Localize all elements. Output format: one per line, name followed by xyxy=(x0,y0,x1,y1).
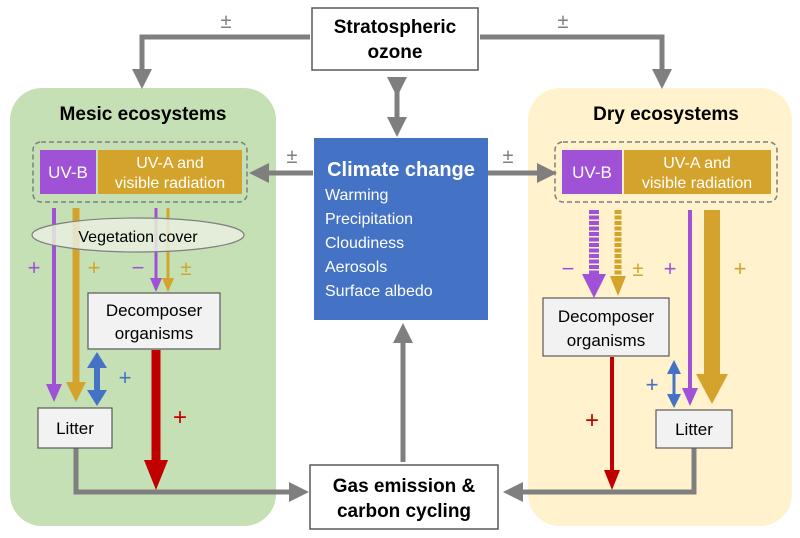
dry-litter-box xyxy=(655,409,733,449)
mesic-title: Mesic ecosystems xyxy=(60,104,227,125)
dry-decomposer-line2: organisms xyxy=(567,331,645,350)
sign-mesic-decomp-gas: + xyxy=(173,404,187,431)
mesic-decomposer-box xyxy=(87,292,221,350)
dry-uvb-to-litter-arrow xyxy=(682,210,698,406)
gray-connectors xyxy=(73,34,697,502)
sign-climate-left: ± xyxy=(287,146,298,168)
sign-dry-uvb-litter: + xyxy=(664,256,677,281)
dry-decomposer-line1: Decomposer xyxy=(558,307,655,326)
dry-uvb-label: UV-B xyxy=(572,163,612,182)
mesic-uva-label-line1: UV-A and xyxy=(136,155,204,172)
sign-mesic-uva-decomp: ± xyxy=(181,258,192,280)
ozone-to-mesic-arrow xyxy=(132,34,310,89)
sign-mesic-litter-decomp: + xyxy=(119,365,132,390)
dry-uva-label-line2: visible radiation xyxy=(642,175,752,192)
mesic-decomposer-line2: organisms xyxy=(115,324,193,343)
climate-title: Climate change xyxy=(327,159,475,181)
sign-dry-litter-decomp: + xyxy=(646,372,659,397)
dry-litter-decomposer-arrow xyxy=(667,360,681,408)
mesic-litter-box xyxy=(37,407,113,449)
mesic-decomposer-to-gas-arrow xyxy=(144,350,168,490)
climate-change-box: Climate change Warming Precipitation Clo… xyxy=(314,138,488,320)
climate-item-warming: Warming xyxy=(325,187,388,204)
dry-uva-label-line1: UV-A and xyxy=(663,155,731,172)
sign-dry-uva-decomp: ± xyxy=(633,259,644,281)
sign-ozone-right: ± xyxy=(558,11,569,33)
sign-dry-decomp-gas: + xyxy=(585,407,599,434)
dry-decomposer-to-gas-arrow xyxy=(604,357,620,490)
sign-climate-right: ± xyxy=(503,146,514,168)
dry-radiation-group xyxy=(554,141,778,203)
mesic-uva-label-line2: visible radiation xyxy=(115,175,225,192)
climate-item-aerosols: Aerosols xyxy=(325,259,387,276)
ozone-box: Stratospheric ozone xyxy=(311,7,479,71)
mesic-litter-decomposer-arrow xyxy=(87,352,107,406)
dry-uva-box xyxy=(624,150,771,194)
climate-item-cloudiness: Cloudiness xyxy=(325,235,404,252)
gas-label-line2: carbon cycling xyxy=(337,501,471,522)
gas-label-line1: Gas emission & xyxy=(333,476,476,497)
mesic-vegetation-label: Vegetation cover xyxy=(78,229,198,246)
sign-dry-uvb-decomp: − xyxy=(562,256,575,281)
dry-decomposer-box xyxy=(542,297,670,357)
dry-litter-label: Litter xyxy=(675,420,713,439)
climate-item-albedo: Surface albedo xyxy=(325,283,433,300)
dry-litter-to-gas-arrow xyxy=(503,448,697,502)
sign-dry-uva-litter: + xyxy=(734,256,747,281)
mesic-uva-box xyxy=(98,150,242,194)
dry-uva-to-decomposer-arrow xyxy=(610,210,626,296)
mesic-uvb-box xyxy=(40,150,96,194)
mesic-vegetation-cover xyxy=(31,217,245,253)
sign-mesic-uvb-decomp: − xyxy=(132,255,145,280)
mesic-litter-label: Litter xyxy=(56,419,94,438)
climate-item-precipitation: Precipitation xyxy=(325,211,413,228)
sign-mesic-uvb-veg: + xyxy=(28,255,41,280)
dry-uvb-to-decomposer-arrow xyxy=(582,210,606,298)
mesic-decomposer-line1: Decomposer xyxy=(106,301,203,320)
dry-title: Dry ecosystems xyxy=(593,104,739,125)
ozone-label-line2: ozone xyxy=(368,42,423,63)
sign-mesic-uva-veg: + xyxy=(88,255,101,280)
mesic-radiation-group xyxy=(32,141,248,203)
mesic-uvb-label: UV-B xyxy=(48,163,88,182)
mesic-litter-to-gas-arrow xyxy=(73,448,309,502)
ozone-label-line1: Stratospheric xyxy=(334,17,457,38)
dry-uvb-box xyxy=(562,150,622,194)
dry-uva-to-litter-arrow xyxy=(696,210,728,404)
ozone-to-dry-arrow xyxy=(480,34,672,89)
sign-ozone-left: ± xyxy=(221,11,232,33)
gas-emission-box: Gas emission & carbon cycling xyxy=(309,464,499,530)
